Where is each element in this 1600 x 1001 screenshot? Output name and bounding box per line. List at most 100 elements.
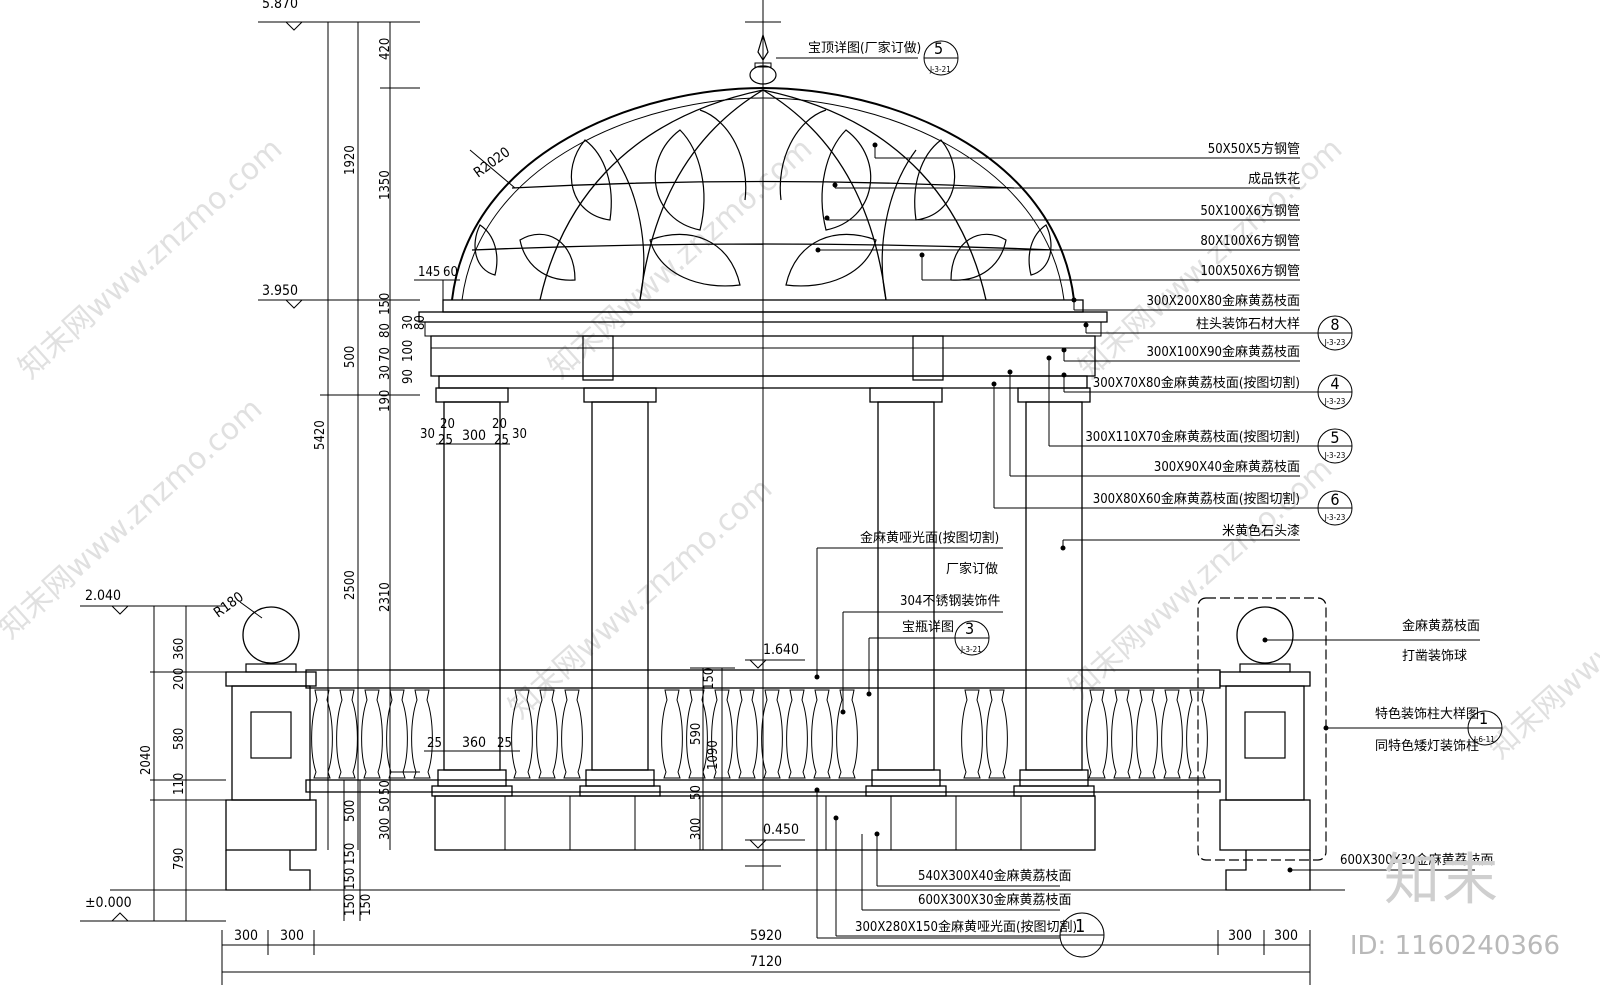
dim-label: 50 [378, 780, 393, 795]
callout-label: 同特色矮灯装饰柱 [1375, 738, 1479, 754]
bracket [582, 335, 614, 381]
dim-label: 150 [343, 843, 358, 865]
post-panel [1244, 711, 1286, 759]
baluster [836, 689, 858, 779]
dim-label: 300 [378, 818, 393, 840]
dim-label: 80 [413, 315, 428, 330]
dim-label: 30 [512, 427, 527, 442]
dim-label: 500 [343, 346, 358, 368]
baluster-row [311, 689, 1208, 779]
callout-label: 成品铁花 [1248, 171, 1300, 187]
entablature [418, 299, 1108, 389]
dim-label: 30 [401, 315, 416, 330]
level-label: 3.950 [262, 283, 298, 299]
dim-label: 360 [462, 735, 486, 751]
dim-label: 300 [1228, 928, 1252, 944]
post-panel [250, 711, 292, 759]
callout-label: 300X100X90金麻黄荔枝面 [1146, 344, 1300, 360]
scroll-curve [609, 149, 645, 301]
baluster [711, 689, 733, 779]
baluster [511, 689, 533, 779]
left-dimensions [80, 21, 420, 922]
callout-label: 80X100X6方钢管 [1200, 233, 1300, 249]
detail-ref-sheet: J-3-21 [960, 645, 982, 654]
watermark-group: 知末网www.znzmo.com 知末网www.znzmo.com 知末网www… [0, 131, 1600, 766]
level-marker: 0.450 [745, 822, 805, 849]
callout-label: 600X300X30金麻黄荔枝面 [1340, 852, 1494, 868]
dim-label: 300 [234, 928, 258, 944]
bottom-rail [305, 779, 1221, 793]
leaf-ornament [649, 233, 741, 287]
detail-ref-sheet: J-3-23 [1324, 513, 1346, 522]
leaf-ornament [570, 139, 612, 221]
baluster [361, 689, 383, 779]
dome-ring [511, 180, 1015, 189]
detail-ref-number: 3 [965, 619, 974, 638]
mid-callouts: 金麻黄哑光面(按图切割) 厂家订做 304不锈钢装饰件 宝瓶详图 3 J-3-2… [814, 530, 1003, 715]
baluster [1136, 689, 1158, 779]
leader-dot [815, 247, 821, 253]
leader-dot [1071, 297, 1077, 303]
detail-ref-sheet: J-3-23 [1324, 451, 1346, 460]
right-callouts: 50X50X5方钢管成品铁花50X100X6方钢管80X100X6方钢管100X… [815, 141, 1353, 551]
leaf-ornament [785, 233, 877, 287]
baluster [1111, 689, 1133, 779]
dim-label: 2500 [343, 570, 358, 600]
dim-label: 30 [378, 365, 393, 380]
dim-label: 90 [401, 369, 416, 384]
baluster [1186, 689, 1208, 779]
bottom-callouts: 540X300X40金麻黄荔枝面 600X300X30金麻黄荔枝面 300X28… [814, 787, 1105, 958]
baluster [386, 689, 408, 779]
leader-dot [832, 182, 838, 188]
vertical-dim-texts: 420 1920 1350 150 500 5420 2500 2310 204… [139, 38, 721, 916]
dim-label: 25 [438, 433, 453, 448]
dim-label: 2310 [378, 582, 393, 612]
callout-label: 50X50X5方钢管 [1208, 141, 1300, 157]
detail-ref-sheet: J-3-23 [1324, 338, 1346, 347]
callout-label: 50X100X6方钢管 [1200, 203, 1300, 219]
baluster [811, 689, 833, 779]
dim-label: 5420 [313, 420, 328, 450]
finial-ring [754, 62, 772, 68]
baluster [1161, 689, 1183, 779]
architrave [438, 375, 1088, 389]
level-marker: 2.040 [80, 588, 145, 615]
column [865, 387, 947, 797]
dome-ring [471, 243, 1055, 251]
dim-label: 70 [378, 347, 393, 362]
level-markers: 5.870 3.950 2.040 ±0.000 1.640 0.450 [80, 0, 805, 922]
dim-label: 300 [462, 428, 486, 444]
leaf-ornament [519, 233, 576, 281]
level-marker: 3.950 [258, 283, 322, 309]
dim-label: 80 [378, 323, 393, 338]
dome-rib [762, 89, 887, 301]
leaf-ornament [1028, 224, 1052, 276]
level-label: 0.450 [763, 822, 799, 838]
dim-label: 1090 [706, 740, 721, 770]
detail-ref-sheet: J-3-21 [929, 65, 951, 74]
leaf-ornament [474, 224, 498, 276]
dim-label: 150 [343, 868, 358, 890]
leader-dot [1061, 372, 1067, 378]
dim-label: 110 [172, 773, 187, 795]
scroll-curve [881, 149, 917, 301]
dim-label: 5920 [750, 928, 782, 944]
level-marker: ±0.000 [80, 895, 145, 922]
leader-dot [1046, 355, 1052, 361]
dim-label: 1350 [378, 170, 393, 200]
baluster [761, 689, 783, 779]
callout-label: 金麻黄哑光面(按图切割) [860, 530, 999, 546]
level-marker: 1.640 [745, 642, 805, 669]
decorative-ball [242, 606, 300, 664]
callout-label: 打凿装饰球 [1402, 649, 1467, 664]
decorative-ball [1236, 606, 1294, 664]
dim-label: 150 [702, 668, 717, 690]
leader-dot [872, 142, 878, 148]
level-label: 5.870 [262, 0, 298, 12]
watermark: 知末网www.znzmo.com [12, 131, 289, 386]
leaf-ornament [654, 129, 705, 231]
baluster [411, 689, 433, 779]
dim-label: 300 [280, 928, 304, 944]
level-label: ±0.000 [85, 895, 132, 911]
